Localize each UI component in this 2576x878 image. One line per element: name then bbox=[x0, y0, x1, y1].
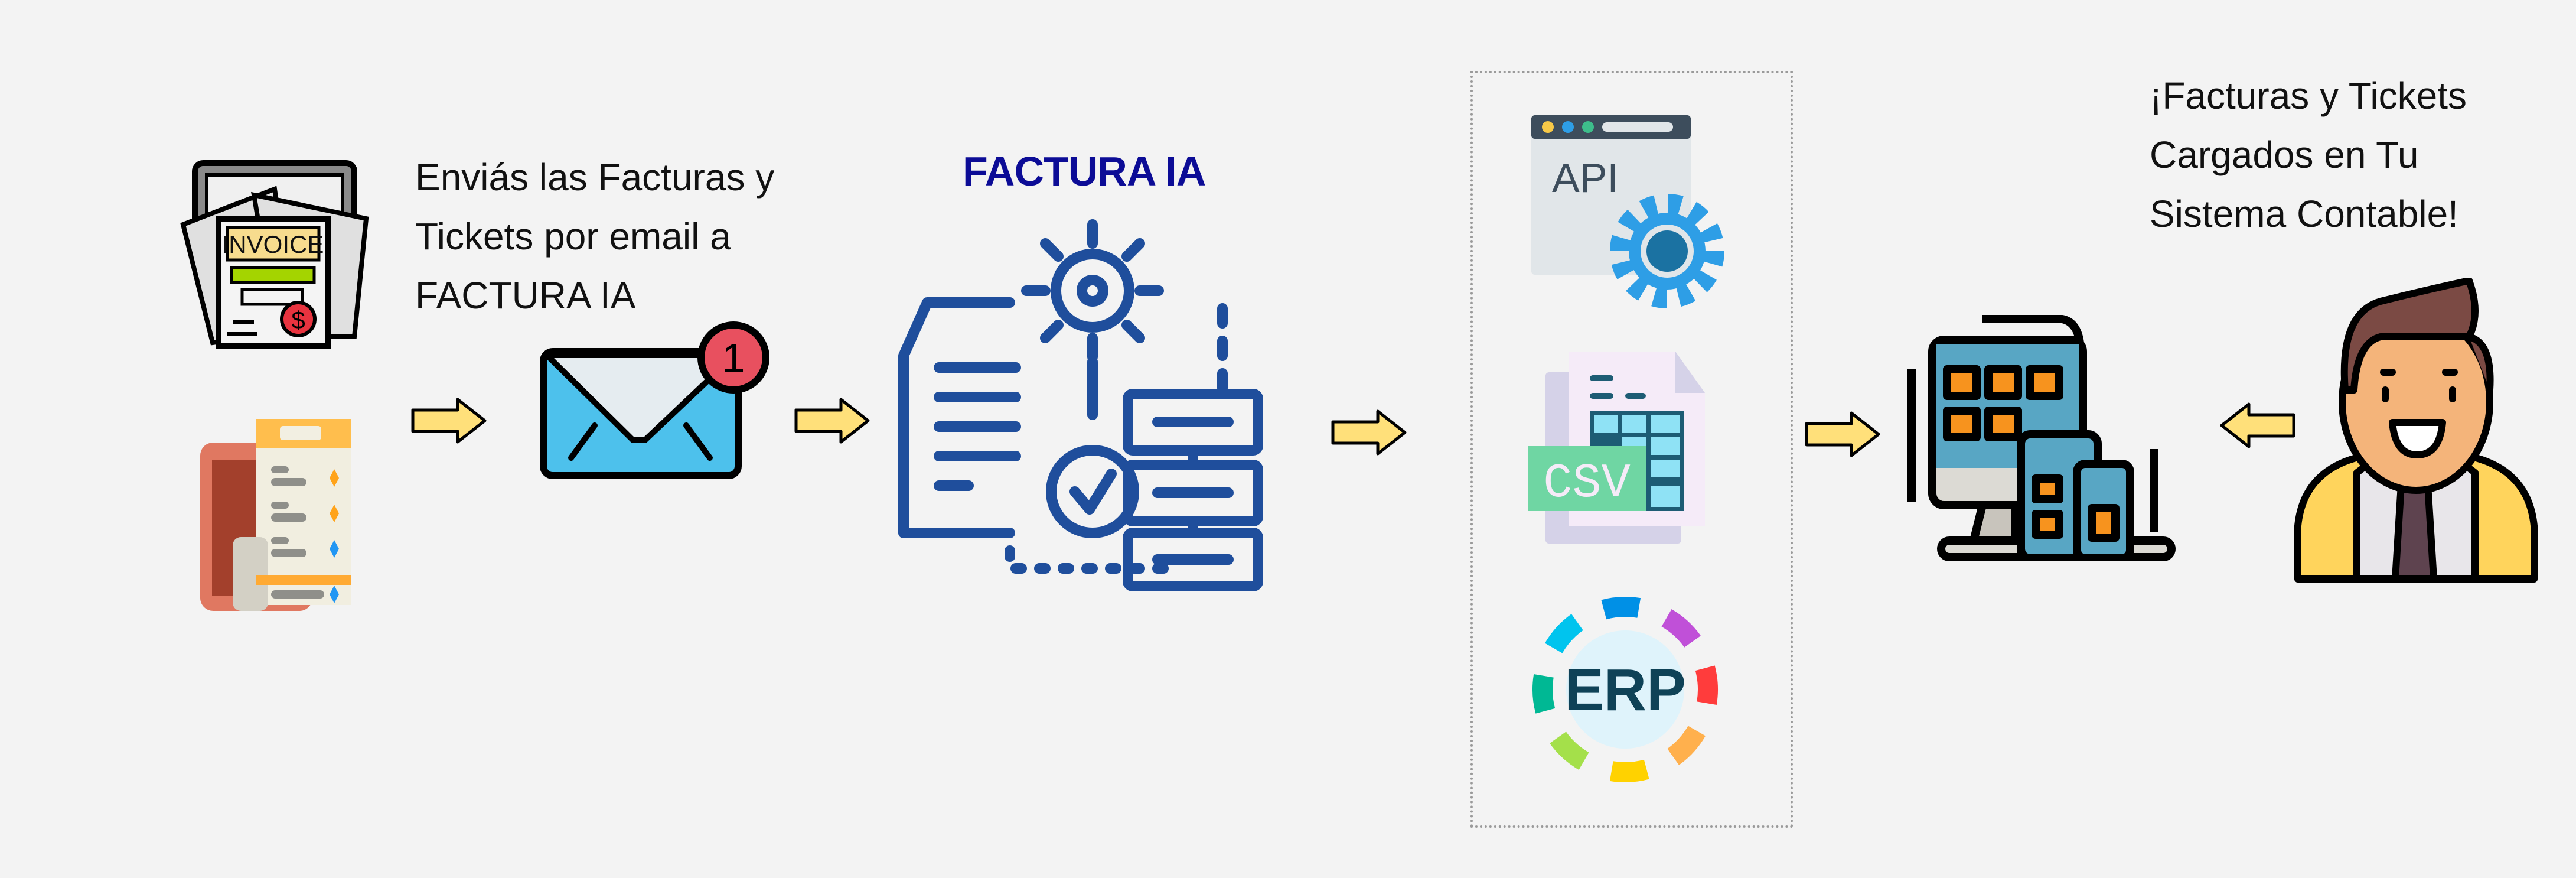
document-processing-icon bbox=[892, 214, 1276, 592]
api-label: API bbox=[1552, 155, 1619, 201]
step1-line: FACTURA IA bbox=[415, 274, 636, 317]
erp-icon: ERP bbox=[1525, 592, 1726, 787]
step1-line: Enviás las Facturas y bbox=[415, 156, 775, 199]
invoice-icon: INVOICE $ bbox=[177, 160, 372, 349]
result-line: ¡Facturas y Tickets bbox=[2150, 74, 2467, 117]
step1-line: Tickets por email a bbox=[415, 215, 731, 258]
happy-accountant-avatar bbox=[2292, 278, 2540, 585]
email-notification-icon: 1 bbox=[539, 316, 775, 482]
brand-title: FACTURA IA bbox=[963, 148, 1206, 194]
result-line: Sistema Contable! bbox=[2150, 193, 2458, 235]
arrow-right-icon bbox=[1804, 411, 1882, 458]
erp-label: ERP bbox=[1564, 657, 1686, 723]
arrow-right-icon bbox=[1331, 409, 1408, 456]
result-line: Cargados en Tu bbox=[2150, 134, 2419, 176]
integration-options-group bbox=[1470, 71, 1793, 828]
arrow-right-icon bbox=[410, 397, 488, 444]
step1-description: Enviás las Facturas y Tickets por email … bbox=[415, 148, 774, 325]
receipt-icon bbox=[197, 419, 357, 614]
currency-symbol: $ bbox=[291, 306, 305, 334]
result-description: ¡Facturas y Tickets Cargados en Tu Siste… bbox=[2150, 66, 2467, 243]
invoice-label: INVOICE bbox=[222, 230, 324, 258]
accounting-system-devices-icon bbox=[1906, 307, 2201, 561]
csv-file-icon: CSV bbox=[1528, 349, 1705, 544]
notification-badge-count: 1 bbox=[722, 335, 745, 381]
arrow-left-icon bbox=[2218, 402, 2296, 449]
api-icon: API bbox=[1531, 115, 1732, 310]
arrow-right-icon bbox=[794, 397, 872, 444]
csv-label: CSV bbox=[1543, 456, 1631, 511]
